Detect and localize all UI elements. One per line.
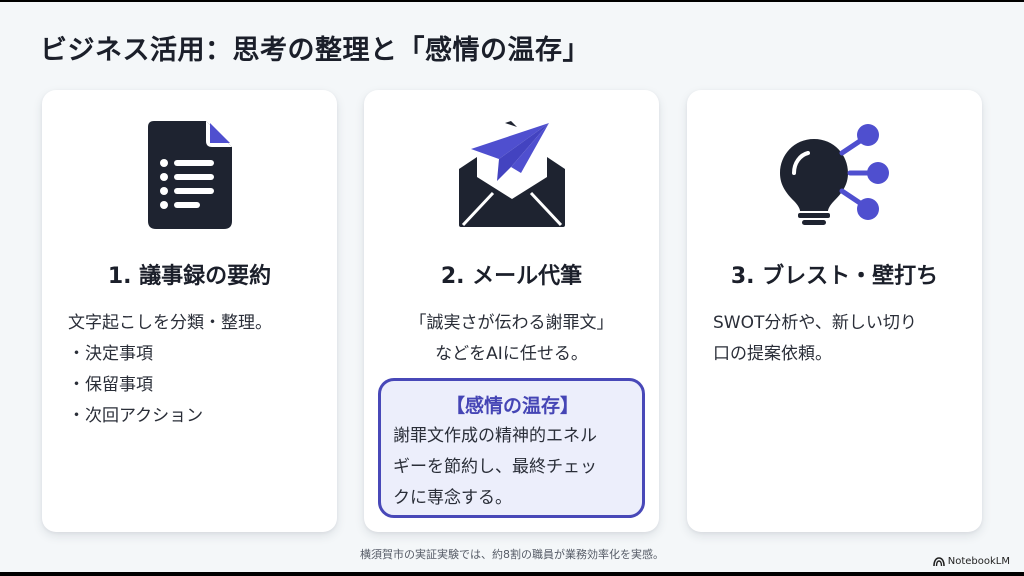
- envelope-paper-plane-icon: [364, 120, 659, 230]
- callout-line: クに専念する。: [393, 488, 512, 508]
- lightbulb-network-icon: [687, 120, 982, 230]
- card-body: 文字起こしを分類・整理。 ・決定事項 ・保留事項 ・次回アクション: [68, 308, 317, 432]
- brand-watermark: NotebookLM: [932, 556, 1010, 567]
- document-list-icon: [42, 120, 337, 230]
- card-title: 1. 議事録の要約: [107, 264, 272, 289]
- callout-line: 謝罪文作成の精神的エネル: [393, 426, 597, 446]
- notebooklm-logo-icon: [932, 556, 945, 567]
- slide-title: ビジネス活用：思考の整理と「感情の温存」: [40, 35, 590, 66]
- card-meeting-minutes: 1. 議事録の要約 文字起こしを分類・整理。 ・決定事項 ・保留事項 ・次回アク…: [42, 90, 337, 532]
- body-line: 文字起こしを分類・整理。: [68, 313, 272, 333]
- footnote: 横須賀市の実証実験では、約8割の職員が業務効率化を実感。: [360, 548, 664, 561]
- body-line: 「誠実さが伝わる謝罪文」: [409, 313, 614, 333]
- body-line: SWOT分析や、新しい切り: [713, 313, 917, 333]
- card-body: 「誠実さが伝わる謝罪文」 などをAIに任せる。: [390, 308, 633, 370]
- body-line: などをAIに任せる。: [435, 344, 588, 364]
- callout-line: ギーを節約し、最終チェッ: [393, 457, 597, 477]
- brand-label: NotebookLM: [947, 556, 1010, 567]
- card-email-drafting: 2. メール代筆 「誠実さが伝わる謝罪文」 などをAIに任せる。 【感情の温存】…: [364, 90, 659, 532]
- card-body: SWOT分析や、新しい切り 口の提案依頼。: [713, 308, 962, 370]
- bullet-next-action: ・次回アクション: [68, 406, 204, 426]
- emotion-preservation-callout: 【感情の温存】 謝罪文作成の精神的エネル ギーを節約し、最終チェッ クに専念する…: [378, 378, 645, 518]
- card-title: 3. ブレスト・壁打ち: [730, 264, 939, 289]
- bullet-decided: ・決定事項: [68, 344, 153, 364]
- callout-title: 【感情の温存】: [445, 395, 579, 417]
- bullet-pending: ・保留事項: [68, 375, 153, 395]
- card-brainstorming: 3. ブレスト・壁打ち SWOT分析や、新しい切り 口の提案依頼。: [687, 90, 982, 532]
- card-title: 2. メール代筆: [440, 264, 583, 289]
- body-line: 口の提案依頼。: [713, 344, 832, 364]
